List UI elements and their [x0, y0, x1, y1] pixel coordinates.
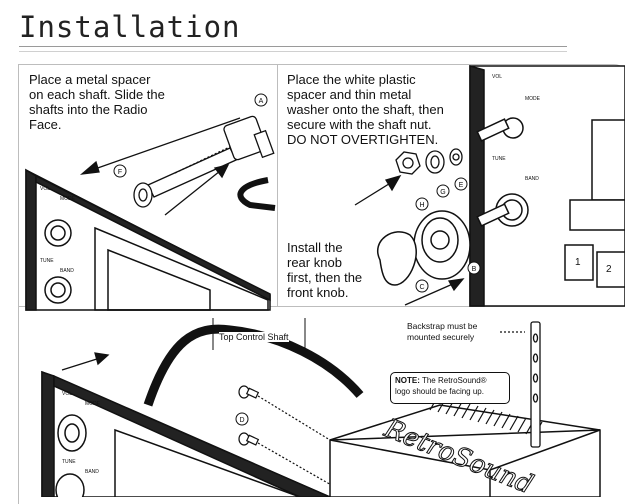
radio-face-bottom-labels: VOL MODE TUNE BAND	[62, 391, 101, 475]
mode-label-a: MODE	[60, 196, 76, 202]
note-box: NOTE: The RetroSound® logo should be fac…	[390, 372, 510, 404]
panel-divider-horizontal	[19, 306, 625, 307]
spacer-ring	[133, 182, 153, 208]
radio-face-left	[25, 168, 271, 311]
svg-text:B: B	[472, 266, 477, 273]
arrow-left-a	[79, 117, 241, 175]
svg-text:F: F	[118, 169, 122, 176]
title-rule-light	[19, 51, 567, 52]
callout-c: C	[415, 279, 429, 293]
title-rule	[19, 46, 567, 47]
svg-text:A: A	[259, 98, 264, 105]
nut-washers	[395, 148, 463, 175]
radio-face-bottom	[41, 370, 331, 497]
band-label-d: BAND	[85, 469, 99, 475]
callout-e: E	[454, 177, 468, 191]
radio-face-left-labels: VOL MODE TUNE BAND	[40, 186, 76, 274]
note-text: The RetroSound® logo should be facing up…	[395, 376, 487, 396]
callout-b: B	[467, 261, 481, 275]
backstrap-label: Backstrap must be mounted securely	[407, 321, 478, 342]
page-title: Installation	[19, 10, 241, 44]
svg-text:H: H	[419, 202, 424, 209]
callout-d: D	[235, 412, 249, 426]
tune-label-a: TUNE	[40, 258, 54, 264]
svg-text:D: D	[239, 417, 244, 424]
radio-face-right-labels: VOL MODE TUNE BAND 1 2	[492, 74, 612, 275]
callout-g: G	[436, 184, 450, 198]
callout-markers: A F G E H B C D	[113, 93, 481, 426]
svg-text:C: C	[419, 284, 424, 291]
panel-c-instructions: Install the rear knob first, then the fr…	[287, 240, 363, 300]
preset-button-1: 1	[575, 257, 581, 268]
vol-label-d: VOL	[62, 391, 72, 397]
top-control-shaft-label: Top Control Shaft	[219, 332, 289, 342]
panel-a-instructions: Place a metal spacer on each shaft. Slid…	[29, 72, 165, 132]
arrow-b	[354, 174, 402, 206]
callout-f: F	[113, 164, 127, 178]
svg-text:G: G	[440, 189, 445, 196]
arrow-right-a	[164, 164, 230, 216]
arrow-d	[61, 352, 110, 371]
panel-divider-vertical	[277, 65, 278, 307]
band-label-a: BAND	[60, 268, 74, 274]
note-label: NOTE:	[395, 376, 420, 385]
top-shaft-leader	[212, 318, 306, 350]
band-label-b: BAND	[525, 176, 539, 182]
radio-face-right	[469, 65, 625, 307]
tune-label-b: TUNE	[492, 156, 506, 162]
mode-label-d: MODE	[85, 401, 101, 407]
preset-button-2: 2	[606, 264, 612, 275]
vol-label-a: VOL	[40, 186, 50, 192]
screws	[238, 385, 341, 491]
ribbon-cable	[143, 324, 364, 407]
mode-label-b: MODE	[525, 96, 541, 102]
svg-text:E: E	[459, 182, 464, 189]
arrow-c	[404, 278, 465, 306]
callout-a: A	[254, 93, 268, 107]
knobs	[377, 210, 471, 286]
shaft-assembly	[147, 115, 276, 211]
shaft-top-right	[476, 117, 529, 227]
backstrap	[500, 321, 541, 448]
panel-b-instructions: Place the white plastic spacer and thin …	[287, 72, 444, 147]
vol-label-b: VOL	[492, 74, 502, 80]
illustration-frame	[18, 64, 625, 504]
tune-label-d: TUNE	[62, 459, 76, 465]
callout-h: H	[415, 197, 429, 211]
